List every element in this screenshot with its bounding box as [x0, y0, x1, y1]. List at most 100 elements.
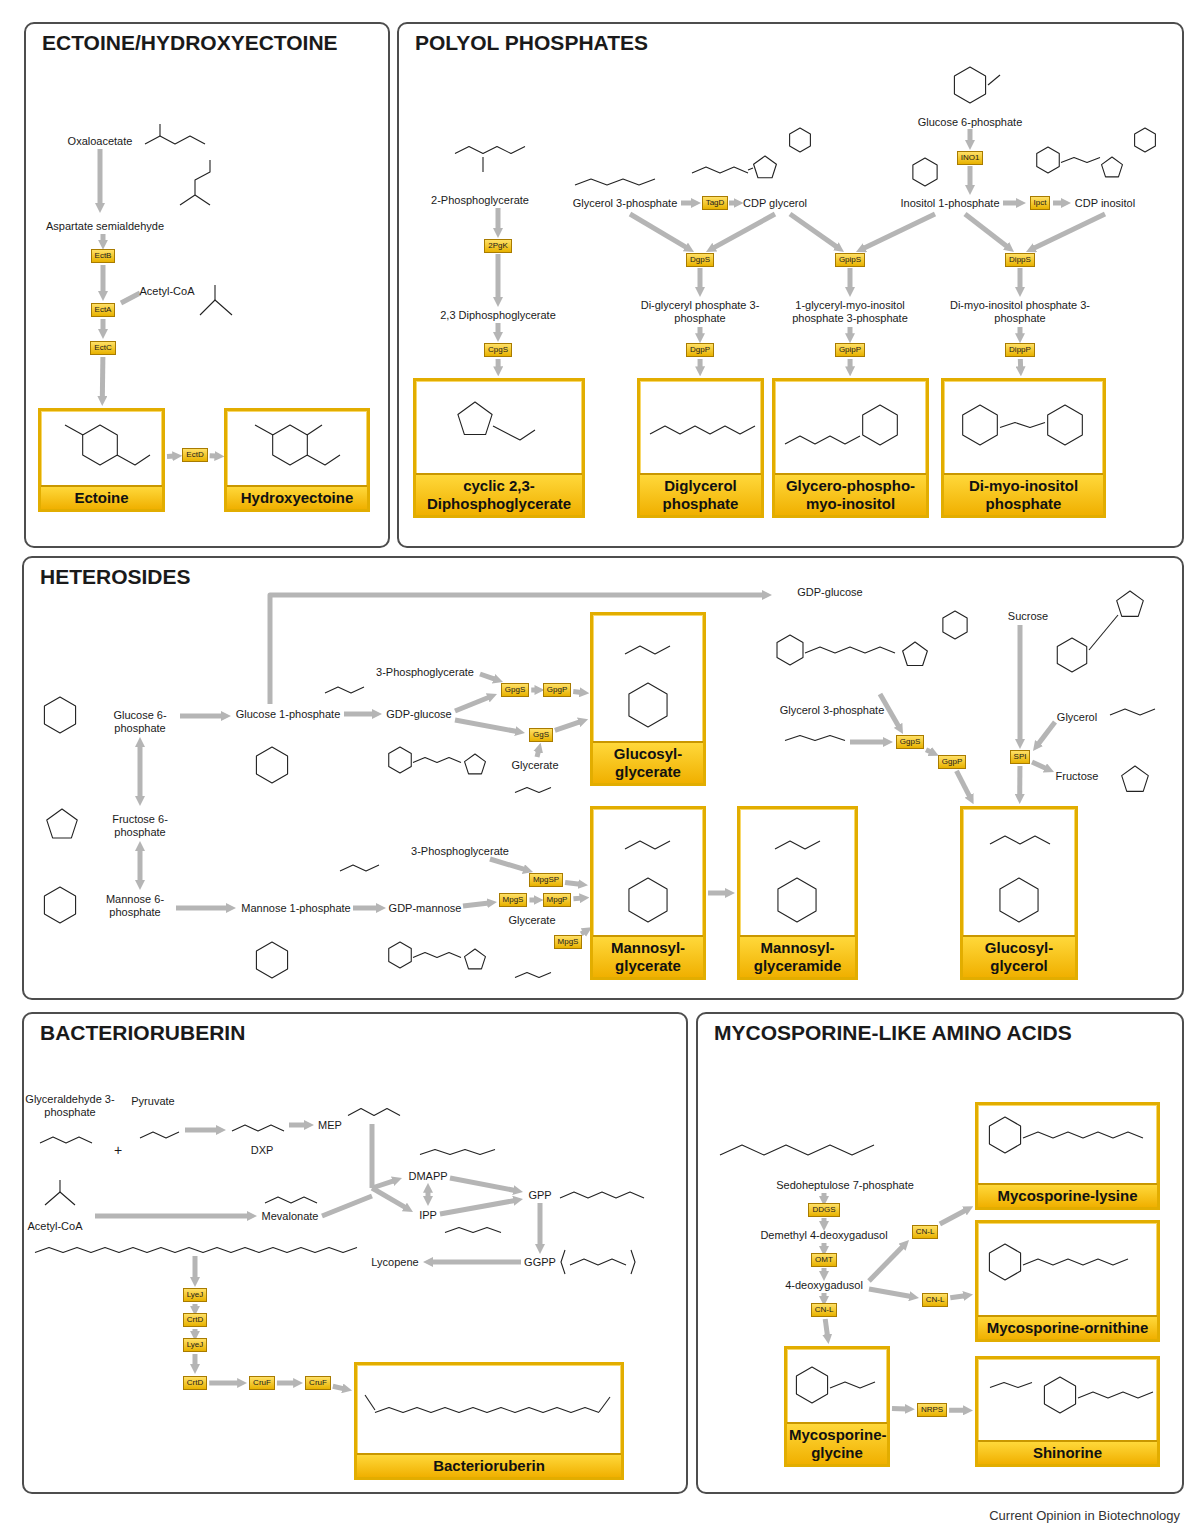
- reaction-arrow: [825, 1319, 827, 1336]
- product-box: Mycosporine-glycine: [784, 1346, 890, 1467]
- enzyme-tag: OMT: [811, 1253, 837, 1267]
- structure-bond: [140, 1132, 179, 1138]
- product-box: Bacterioruberin: [354, 1362, 624, 1480]
- product-name: Bacterioruberin: [357, 1453, 621, 1477]
- enzyme-name: GpipS: [839, 255, 861, 265]
- enzyme-name: EctD: [186, 450, 203, 460]
- structure-bond: [445, 1228, 501, 1233]
- enzyme-name: EctA: [95, 305, 112, 315]
- metabolite-label: Glycerol: [1057, 711, 1097, 724]
- structure-bond: [255, 425, 273, 435]
- enzyme-name: MpgS: [558, 937, 579, 947]
- reaction-arrow: [529, 898, 535, 903]
- metabolite-label: GDP-glucose: [386, 708, 451, 721]
- structure-bond: [575, 179, 655, 185]
- structure-bond: [629, 683, 667, 727]
- structure-bond: [1089, 615, 1118, 650]
- metabolite-label: Fructose 6-phosphate: [104, 813, 176, 839]
- structure-bond: [692, 167, 748, 173]
- structure-bond: [990, 1383, 1032, 1388]
- enzyme-name: CN-L: [916, 1227, 935, 1237]
- reaction-arrow: [496, 359, 501, 368]
- enzyme-tag: 2PgK: [484, 239, 512, 253]
- pathway-arrow: [1033, 214, 1105, 249]
- structure-bond: [990, 836, 1050, 844]
- structure-bond: [307, 425, 322, 435]
- pathway-panel: HETEROSIDESGlucosyl-glycerateGpgSGpgPGgS…: [22, 556, 1184, 1000]
- product-name: cyclic 2,3-Diphosphoglycerate: [416, 473, 582, 515]
- structure-bond: [988, 75, 1000, 85]
- pathway-arrow: [185, 1128, 218, 1133]
- reaction-arrow: [1017, 766, 1022, 796]
- enzyme-tag: EctD: [182, 448, 207, 462]
- reaction-arrow: [848, 359, 853, 368]
- structure-bond: [903, 642, 928, 666]
- enzyme-name: MpgP: [547, 895, 568, 905]
- metabolite-label: Glycerol 3-phosphate: [780, 704, 885, 717]
- pathway-panel: MYCOSPORINE-LIKE AMINO ACIDS Mycosporine-…: [696, 1012, 1184, 1494]
- pathway-arrow: [822, 1218, 827, 1223]
- product-name: Glycero-phospho-myo-inositol: [775, 473, 926, 515]
- pathway-arrow: [426, 1191, 431, 1198]
- pathway-panel: POLYOL PHOSPHATESINO1TagDIpct2PgKDgpSGpi…: [397, 22, 1184, 548]
- product-box: cyclic 2,3-Diphosphoglycerate: [413, 378, 585, 518]
- structure-bond: [515, 973, 551, 978]
- structure-bond: [720, 1145, 874, 1155]
- reaction-arrow: [167, 454, 174, 459]
- reaction-arrow: [192, 1329, 197, 1333]
- product-name: Diglycerol phosphate: [640, 473, 761, 515]
- enzyme-tag: DgpP: [686, 343, 714, 357]
- pathway-arrow: [455, 720, 517, 732]
- structure-bond: [44, 887, 75, 923]
- pathway-arrow: [98, 149, 103, 205]
- metabolite-label: 3-Phosphoglycerate: [376, 666, 474, 679]
- pathway-arrow: [790, 214, 837, 247]
- pathway-arrow: [713, 214, 775, 248]
- structure-bond: [465, 949, 486, 969]
- pathway-arrow: [630, 214, 687, 248]
- product-box: Mannosyl-glyceramide: [737, 806, 858, 980]
- metabolite-label: Aspartate semialdehyde: [46, 220, 164, 233]
- enzyme-name: CpgS: [488, 345, 508, 355]
- enzyme-name: INO1: [961, 153, 980, 163]
- pathway-arrow: [496, 323, 501, 334]
- structure-bond: [273, 425, 308, 465]
- enzyme-name: SPI: [1014, 752, 1027, 762]
- structure-bond: [44, 697, 75, 733]
- enzyme-tag: MpgS: [499, 893, 528, 907]
- pathway-panel: BACTERIORUBERINLyeJCrtDLyeJCrtDCruFCruFB…: [22, 1012, 688, 1494]
- structure-bond: [754, 156, 777, 178]
- enzyme-name: CruF: [253, 1378, 271, 1388]
- enzyme-tag: GpipP: [835, 343, 865, 357]
- structure-bond: [1061, 158, 1100, 163]
- structure-bond: [515, 788, 551, 793]
- pathway-arrow: [1018, 625, 1023, 741]
- metabolite-label: MEP: [318, 1119, 342, 1132]
- reaction-arrow: [100, 357, 106, 398]
- structure-bond: [954, 67, 985, 103]
- metabolite-label: Di-glyceryl phosphate 3-phosphate: [635, 299, 765, 325]
- structure-bond: [389, 747, 412, 773]
- reaction-arrow: [926, 750, 931, 753]
- structure-bond: [785, 736, 845, 741]
- reaction-arrow: [940, 1210, 966, 1224]
- pathway-arrow: [1018, 327, 1023, 335]
- structure-bond: [943, 611, 967, 639]
- metabolite-label: GGPP: [524, 1256, 556, 1269]
- pathway-arrow: [289, 1123, 306, 1128]
- enzyme-tag: MpgSP: [529, 873, 563, 887]
- structure-bond: [989, 1244, 1020, 1280]
- pathway-arrow: [496, 254, 501, 299]
- credit-line: Current Opinion in Biotechnology: [989, 1508, 1180, 1523]
- enzyme-tag: GgpS: [896, 735, 924, 749]
- structure-bond: [650, 426, 755, 434]
- enzyme-name: CrtD: [187, 1378, 203, 1388]
- panel-heading: MYCOSPORINE-LIKE AMINO ACIDS: [714, 1020, 1166, 1046]
- reaction-arrow: [531, 688, 536, 693]
- enzyme-name: GgpP: [942, 757, 962, 767]
- reaction-arrow: [708, 891, 727, 896]
- structure-bond: [796, 1367, 827, 1403]
- pathway-arrow: [822, 1193, 827, 1198]
- reaction-arrow: [581, 932, 585, 934]
- pathway-arrow: [455, 697, 490, 711]
